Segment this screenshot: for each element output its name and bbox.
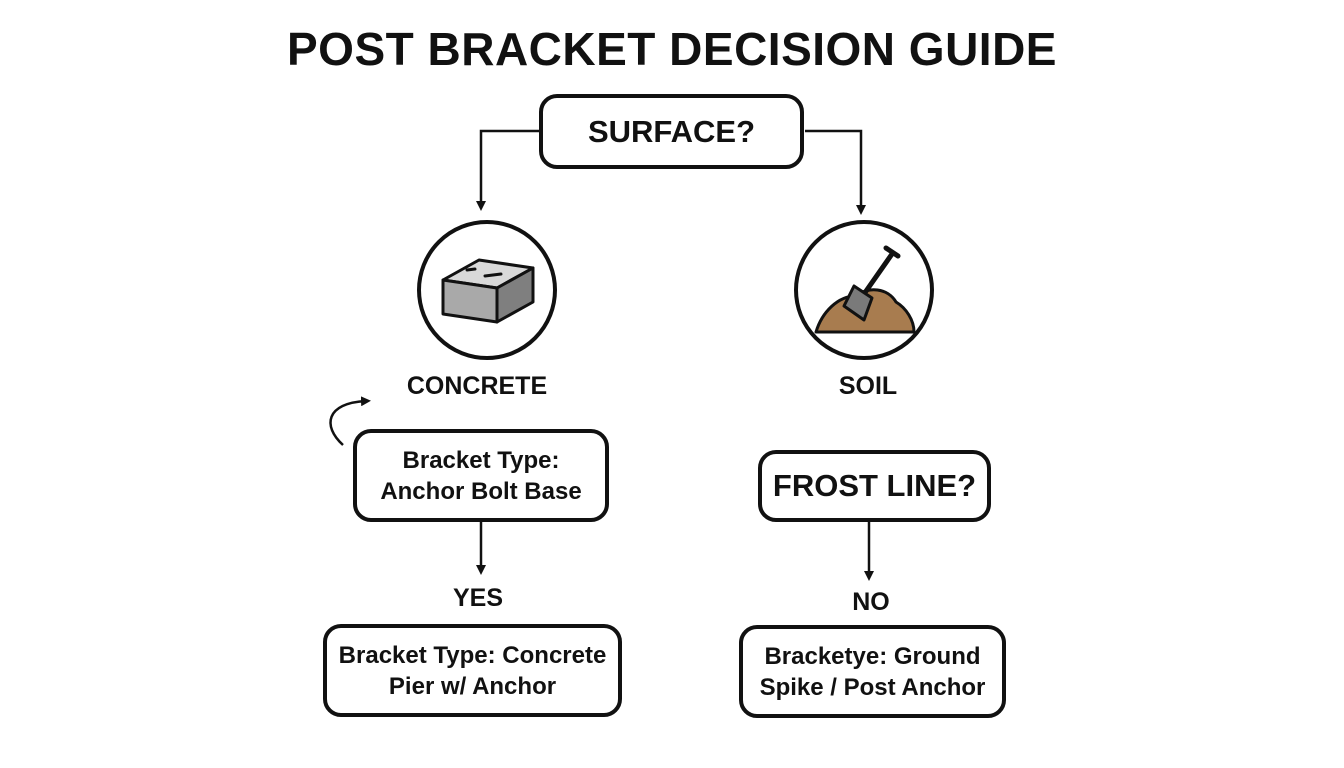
connector-surface-to-concrete [476,129,540,211]
surface-question-text: SURFACE? [587,113,756,149]
anchor-bolt-line-2: Anchor Bolt Base [380,477,582,505]
concrete-label: CONCRETE [406,372,548,400]
frost-line-question-text: FROST LINE? [772,468,977,503]
frost-line-question-node: FROST LINE? [758,450,991,522]
soil-icon-circle [794,220,934,360]
connector-surface-to-soil [805,129,866,215]
soil-label: SOIL [838,372,898,400]
concrete-pier-line-1: Bracket Type: Concrete [338,641,607,669]
surface-question-node: SURFACE? [539,94,804,169]
no-label: NO [852,588,890,616]
page-title: POST BRACKET DECISION GUIDE [286,23,1057,75]
concrete-icon-circle [417,220,557,360]
connector-loop-arrow [329,396,371,446]
ground-spike-line-2: Spike / Post Anchor [759,673,986,701]
concrete-block-icon [441,258,535,324]
concrete-pier-line-2: Pier w/ Anchor [388,672,557,700]
anchor-bolt-line-1: Bracket Type: [402,446,560,474]
concrete-pier-node: Bracket Type: Concrete Pier w/ Anchor [323,624,622,717]
shovel-in-dirt-icon [814,245,916,334]
ground-spike-line-1: Bracketye: Ground [764,642,981,670]
ground-spike-node: Bracketye: Ground Spike / Post Anchor [739,625,1006,718]
yes-label: YES [452,584,504,612]
anchor-bolt-base-node: Bracket Type: Anchor Bolt Base [353,429,609,522]
